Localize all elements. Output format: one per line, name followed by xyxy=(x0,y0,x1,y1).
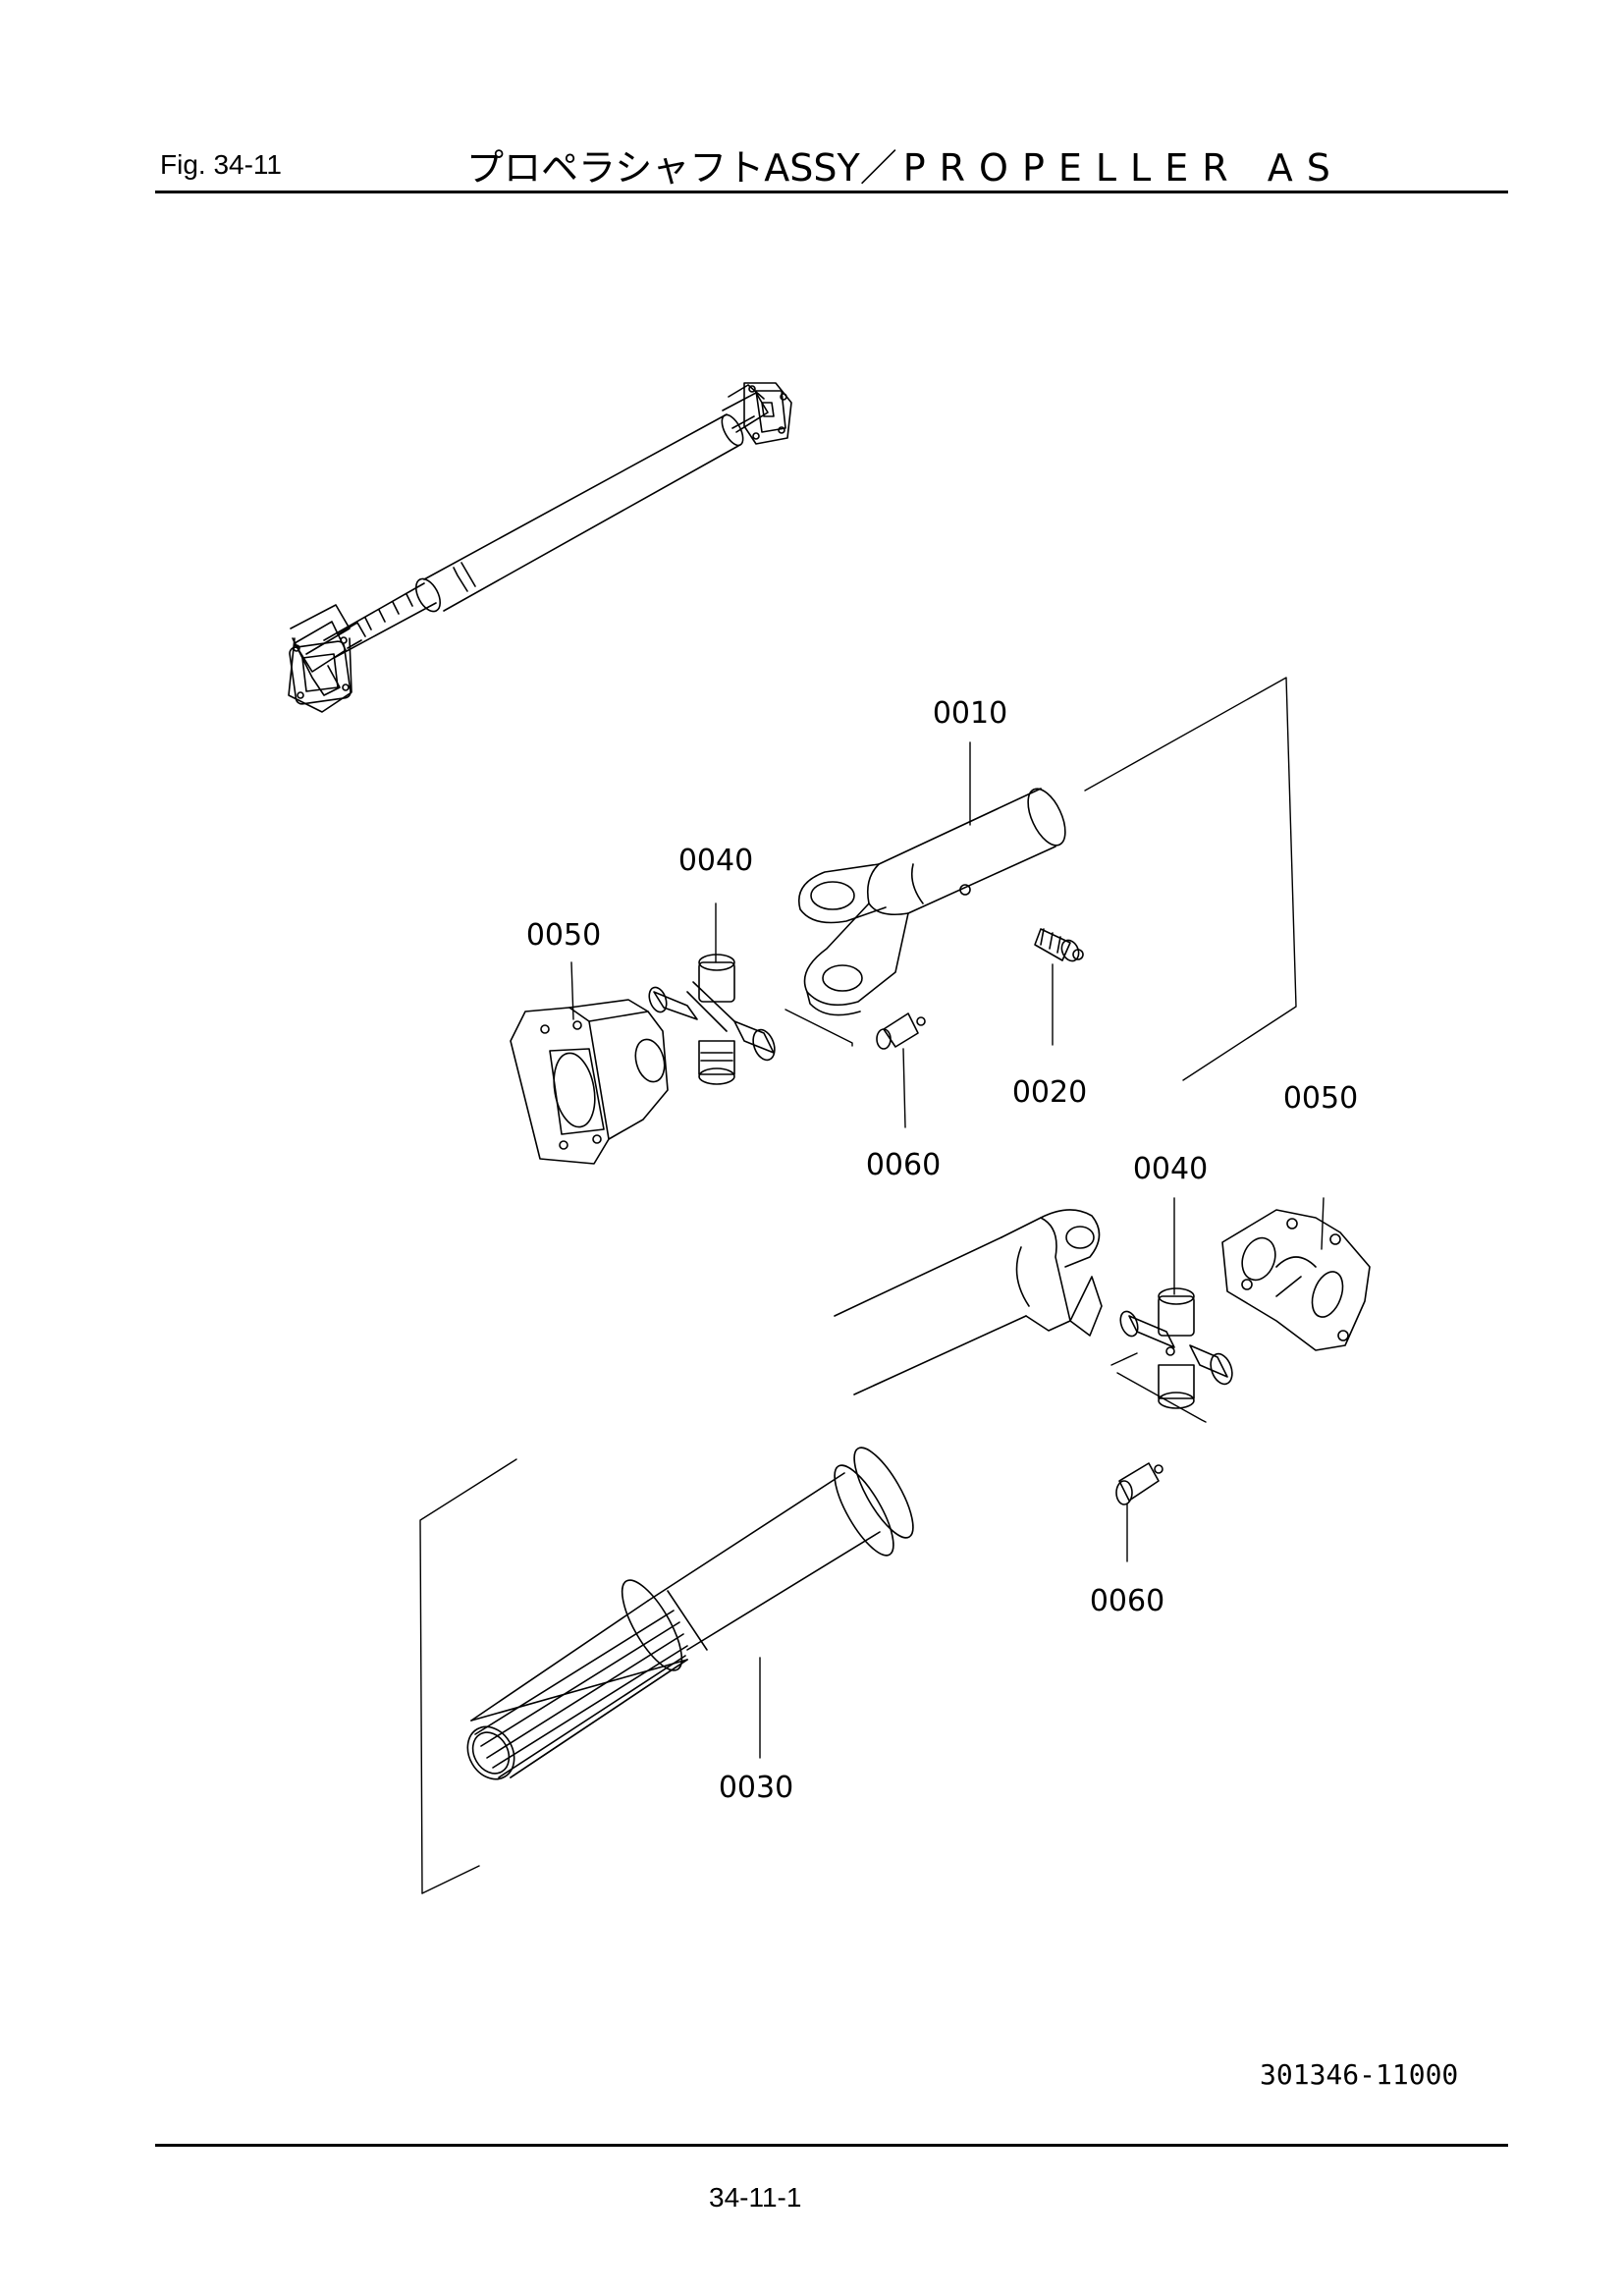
part-0050-flange-yoke-upper xyxy=(510,999,669,1165)
header-rule xyxy=(155,191,1508,193)
assembled-shaft-overview xyxy=(288,382,792,713)
footer-rule xyxy=(155,2144,1508,2147)
assembly-reference-lines xyxy=(419,677,1297,1894)
page-title: プロペラシャフトASSY／PROPELLER AS xyxy=(466,137,1344,191)
callout-0010: 0010 xyxy=(933,696,1007,731)
callout-0050-right: 0050 xyxy=(1283,1081,1358,1116)
part-0030-tube-slip-joint xyxy=(466,1236,1027,1780)
callout-0050-left: 0050 xyxy=(526,918,601,953)
part-0030-yoke-end xyxy=(1001,1209,1103,1337)
callout-0030: 0030 xyxy=(719,1771,793,1805)
title-english: PROPELLER AS xyxy=(902,146,1344,190)
title-japanese: プロペラシャフト xyxy=(466,146,765,190)
document-code: 301346-11000 xyxy=(1260,2058,1459,2091)
page-number: 34-11-1 xyxy=(709,2182,802,2213)
title-separator: ／ xyxy=(859,146,897,190)
callout-0040-upper: 0040 xyxy=(678,844,753,878)
part-0010-shaft-yoke xyxy=(798,788,1066,1016)
part-0050-flange-yoke-lower xyxy=(1221,1209,1371,1351)
title-assy: ASSY xyxy=(764,146,860,190)
part-0060-grease-nipple-lower xyxy=(1115,1462,1163,1505)
callout-0040-lower: 0040 xyxy=(1133,1152,1208,1186)
callout-0020: 0020 xyxy=(1012,1075,1087,1110)
part-0060-grease-nipple-upper xyxy=(876,1012,926,1050)
callout-0060-upper: 0060 xyxy=(866,1148,941,1182)
part-0040-universal-joint-lower xyxy=(1119,1287,1233,1409)
figure-label: Fig. 34-11 xyxy=(160,149,282,180)
part-0020-grease-nipple xyxy=(1034,928,1084,962)
callout-leader-lines xyxy=(570,741,1325,1759)
part-0040-universal-joint-upper xyxy=(648,954,776,1085)
callout-0060-lower: 0060 xyxy=(1090,1584,1164,1618)
